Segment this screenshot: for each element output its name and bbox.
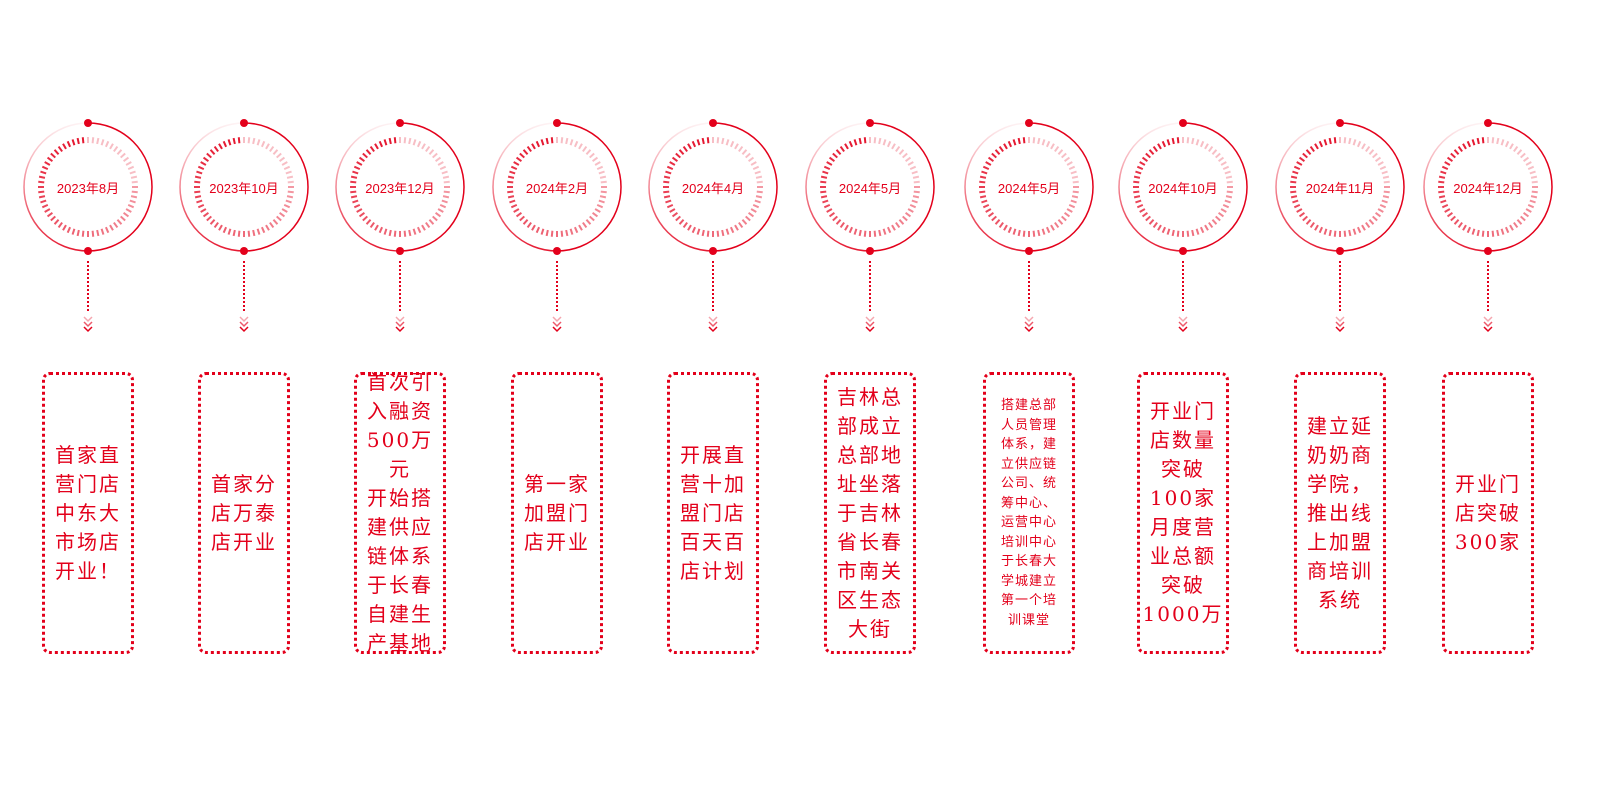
milestone: 2024年5月 吉林总 部成立 总部地 址坐落 于吉林 省长春 市南关 区生态 … bbox=[790, 0, 950, 800]
date-ring-icon bbox=[805, 119, 935, 255]
down-arrow-icon bbox=[1178, 261, 1188, 333]
milestone-card: 搭建总部 人员管理 体系，建 立供应链 公司、统 筹中心、 运营中心 培训中心 … bbox=[983, 372, 1075, 654]
milestone-description: 建立延 奶奶商 学院， 推出线 上加盟 商培训 系统 bbox=[1307, 413, 1373, 612]
down-arrow-icon bbox=[865, 261, 875, 333]
milestone-description: 开展直 营十加 盟门店 百天百 店计划 bbox=[680, 442, 746, 583]
date-ring-icon bbox=[335, 119, 465, 255]
milestone: 2023年8月 首家直 营门店 中东大 市场店 开业！ bbox=[8, 0, 168, 800]
milestone-card: 开展直 营十加 盟门店 百天百 店计划 bbox=[667, 372, 759, 654]
milestone-card: 首次引 入融资 500万元 开始搭 建供应 链体系 于长春 自建生 产基地 bbox=[354, 370, 446, 655]
date-ring-icon bbox=[179, 119, 309, 255]
milestone-card: 首家分 店万泰 店开业 bbox=[198, 372, 290, 654]
milestone-card: 第一家 加盟门 店开业 bbox=[511, 372, 603, 654]
milestone-description: 吉林总 部成立 总部地 址坐落 于吉林 省长春 市南关 区生态 大街 bbox=[837, 384, 903, 641]
down-arrow-icon bbox=[239, 261, 249, 333]
date-ring-icon bbox=[648, 119, 778, 255]
milestone: 2023年10月 首家分 店万泰 店开业 bbox=[164, 0, 324, 800]
down-arrow-icon bbox=[1483, 261, 1493, 333]
milestone-description: 首家分 店万泰 店开业 bbox=[211, 471, 277, 554]
milestone-date: 2024年5月 bbox=[838, 181, 902, 196]
milestone-card: 开业门 店数量 突破 100家 月度营 业总额 突破 1000万 bbox=[1137, 372, 1229, 654]
down-arrow-icon bbox=[395, 261, 405, 333]
milestone-card: 建立延 奶奶商 学院， 推出线 上加盟 商培训 系统 bbox=[1294, 372, 1386, 654]
milestone: 2023年12月 首次引 入融资 500万元 开始搭 建供应 链体系 于长春 自… bbox=[320, 0, 480, 800]
milestone-date: 2024年11月 bbox=[1305, 181, 1375, 196]
milestone-date: 2024年10月 bbox=[1148, 181, 1218, 196]
milestone: 2024年4月 开展直 营十加 盟门店 百天百 店计划 bbox=[633, 0, 793, 800]
date-ring-icon bbox=[23, 119, 153, 255]
milestone-description: 首家直 营门店 中东大 市场店 开业！ bbox=[55, 442, 121, 583]
date-ring-icon bbox=[1275, 119, 1405, 255]
milestone-description: 搭建总部 人员管理 体系，建 立供应链 公司、统 筹中心、 运营中心 培训中心 … bbox=[1000, 398, 1057, 628]
milestone: 2024年11月 建立延 奶奶商 学院， 推出线 上加盟 商培训 系统 bbox=[1260, 0, 1420, 800]
milestone-description: 开业门 店突破 300家 bbox=[1454, 471, 1522, 554]
milestone-date: 2024年2月 bbox=[525, 181, 589, 196]
date-ring-icon bbox=[1423, 119, 1553, 255]
milestone-date: 2023年12月 bbox=[365, 181, 435, 196]
milestone-description: 第一家 加盟门 店开业 bbox=[524, 471, 590, 554]
milestone: 2024年5月 搭建总部 人员管理 体系，建 立供应链 公司、统 筹中心、 运营… bbox=[949, 0, 1109, 800]
milestone: 2024年2月 第一家 加盟门 店开业 bbox=[477, 0, 637, 800]
milestone-description: 首次引 入融资 500万元 开始搭 建供应 链体系 于长春 自建生 产基地 bbox=[366, 370, 434, 655]
milestone-card: 首家直 营门店 中东大 市场店 开业！ bbox=[42, 372, 134, 654]
date-ring-icon bbox=[964, 119, 1094, 255]
milestone-date: 2024年5月 bbox=[997, 181, 1061, 196]
down-arrow-icon bbox=[83, 261, 93, 333]
milestone: 2024年12月 开业门 店突破 300家 bbox=[1408, 0, 1568, 800]
milestone-date: 2023年8月 bbox=[56, 181, 120, 196]
milestone-card: 开业门 店突破 300家 bbox=[1442, 372, 1534, 654]
milestone-card: 吉林总 部成立 总部地 址坐落 于吉林 省长春 市南关 区生态 大街 bbox=[824, 372, 916, 654]
milestone-date: 2023年10月 bbox=[209, 181, 279, 196]
date-ring-icon bbox=[1118, 119, 1248, 255]
down-arrow-icon bbox=[552, 261, 562, 333]
down-arrow-icon bbox=[1335, 261, 1345, 333]
milestone-description: 开业门 店数量 突破 100家 月度营 业总额 突破 1000万 bbox=[1142, 399, 1224, 626]
down-arrow-icon bbox=[708, 261, 718, 333]
down-arrow-icon bbox=[1024, 261, 1034, 333]
milestone-date: 2024年12月 bbox=[1453, 181, 1523, 196]
date-ring-icon bbox=[492, 119, 622, 255]
milestone-date: 2024年4月 bbox=[681, 181, 745, 196]
milestone: 2024年10月 开业门 店数量 突破 100家 月度营 业总额 突破 1000… bbox=[1103, 0, 1263, 800]
